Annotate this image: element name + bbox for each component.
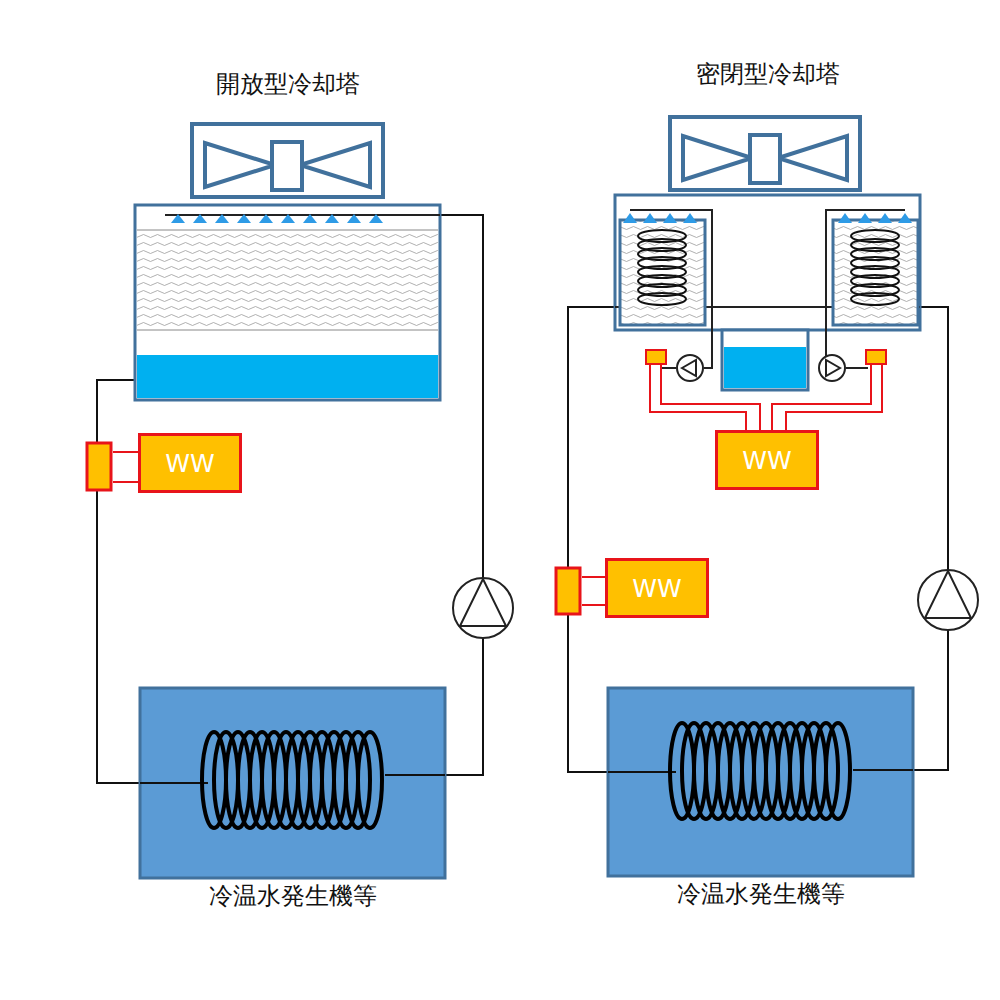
- water-meter-box: WW: [715, 430, 819, 490]
- chiller-unit: 冷温水発生機等: [608, 688, 913, 876]
- spray-drop: [878, 213, 892, 223]
- coil-turn: [358, 732, 382, 828]
- chiller-body: [140, 688, 445, 878]
- spray-nozzles: [171, 214, 383, 223]
- cooling-tower: 開放型冷却塔: [135, 205, 440, 400]
- tower-title: 開放型冷却塔: [216, 68, 360, 100]
- spray-drop: [281, 214, 295, 223]
- basin-water: [137, 355, 438, 398]
- spray-basin: [722, 330, 808, 390]
- meter-label: WW: [632, 574, 681, 603]
- sensor: [87, 443, 111, 490]
- circulation-pump: [453, 578, 513, 638]
- spray-water-pipe: [630, 210, 712, 368]
- spray-drop: [215, 214, 229, 223]
- fan-housing: [670, 117, 860, 190]
- pump-arrow: [826, 360, 840, 376]
- pump-circle: [819, 355, 845, 381]
- water-meter-box: WW: [138, 433, 242, 493]
- spray-drop: [237, 214, 251, 223]
- chiller-body: [608, 688, 913, 876]
- spray-water-pipe: [820, 210, 905, 368]
- sensor: [866, 350, 886, 364]
- spray-nozzles: [623, 213, 912, 223]
- fan-hub: [750, 135, 780, 183]
- signal-wire: [661, 364, 760, 430]
- coil-lead: [140, 782, 208, 784]
- unit-label: 冷温水発生機等: [677, 878, 845, 910]
- spray-drop: [259, 214, 273, 223]
- spray-drop: [303, 214, 317, 223]
- tower-title: 密閉型冷却塔: [696, 58, 840, 90]
- signal-wire: [772, 364, 871, 430]
- spray-drop: [171, 214, 185, 223]
- fan-blade: [300, 143, 370, 187]
- fill-media: [137, 230, 438, 330]
- unit-label: 冷温水発生機等: [209, 880, 377, 912]
- fan-blade: [778, 136, 847, 180]
- fan-hub: [272, 142, 302, 190]
- signal-wire: [582, 604, 607, 606]
- spray-drop: [858, 213, 872, 223]
- signal-wire: [113, 451, 140, 453]
- spray-drop: [898, 213, 912, 223]
- spray-drop: [643, 213, 657, 223]
- water-pipe: [97, 380, 140, 783]
- chiller-unit: 冷温水発生機等: [140, 688, 445, 878]
- spray-drop: [347, 214, 361, 223]
- basin-water: [724, 347, 806, 388]
- spray-drop: [663, 213, 677, 223]
- coil-lead: [853, 769, 913, 771]
- meter-label: WW: [742, 446, 791, 475]
- sensor: [646, 350, 666, 364]
- spray-water-pipe: [662, 367, 676, 369]
- heat-exchanger-coil: [202, 723, 850, 828]
- spray-drop: [325, 214, 339, 223]
- water-meter-box: WW: [605, 558, 709, 618]
- coil-lead: [608, 771, 676, 773]
- fan-housing: [192, 124, 383, 197]
- spray-water-pipe: [846, 367, 868, 369]
- tower-casing: [135, 205, 440, 400]
- spray-pipe: [165, 214, 440, 216]
- meter-label: WW: [165, 449, 214, 478]
- coil-windings: [638, 230, 899, 305]
- spray-pumps: [677, 355, 845, 381]
- spray-drop: [369, 214, 383, 223]
- fan-blade: [683, 136, 752, 180]
- coil-section: [833, 220, 918, 325]
- coil-turn: [851, 293, 899, 305]
- fill-edge: [137, 230, 438, 231]
- spray-drop: [623, 213, 637, 223]
- coil-section: [620, 220, 705, 325]
- closed-tower: [615, 117, 920, 430]
- signal-wire: [582, 576, 607, 578]
- signal-wire: [786, 364, 882, 430]
- circulation-pump: [918, 570, 978, 630]
- cooling-tower: 密閉型冷却塔: [615, 195, 920, 330]
- tower-casing: [615, 195, 920, 330]
- water-pipe: [913, 307, 948, 770]
- fill-edge: [137, 330, 438, 331]
- coil-turn: [826, 723, 850, 819]
- signal-wire: [113, 481, 140, 483]
- fan-blade: [205, 143, 275, 187]
- coil-turn: [638, 293, 686, 305]
- spray-drop: [838, 213, 852, 223]
- sensor: [556, 568, 580, 614]
- signal-wire: [650, 364, 746, 430]
- pump-circle: [677, 355, 703, 381]
- coil-lead: [385, 774, 445, 776]
- spray-drop: [193, 214, 207, 223]
- open-tower: [135, 124, 440, 400]
- spray-drop: [683, 213, 697, 223]
- pump-arrow: [682, 360, 696, 376]
